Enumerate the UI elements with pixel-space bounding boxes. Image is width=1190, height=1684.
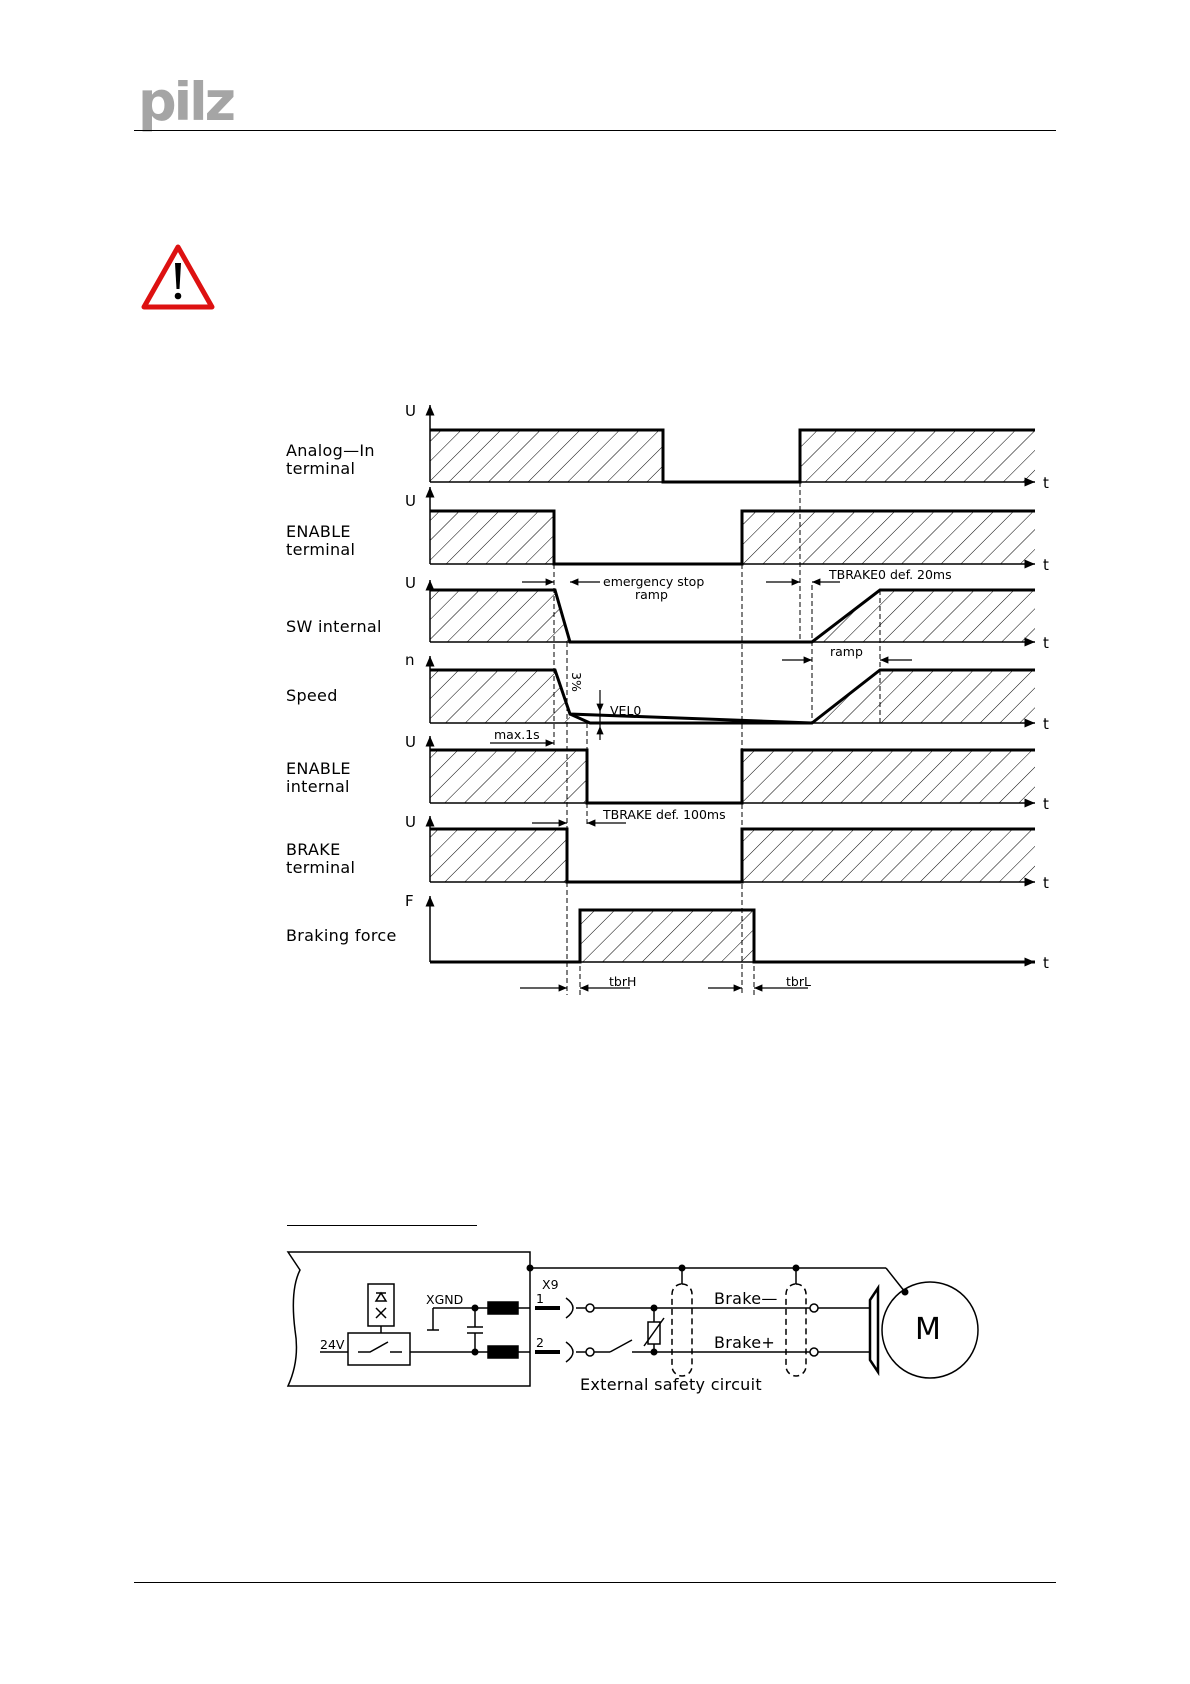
xgnd-label: XGND [426, 1293, 463, 1307]
drive-box [288, 1252, 530, 1386]
connector-label-x9: X9 [542, 1278, 559, 1292]
motor-label: M [915, 1314, 941, 1346]
brake-plus-label: Brake+ [714, 1334, 775, 1352]
pin-label-1: 1 [536, 1292, 544, 1306]
external-safety-circuit-label: External safety circuit [580, 1376, 762, 1394]
supply-label-24v: 24V [320, 1338, 344, 1352]
optocoupler [368, 1284, 394, 1326]
footer-rule [134, 1582, 1056, 1583]
brake-minus-label: Brake— [714, 1290, 778, 1308]
pin-label-2: 2 [536, 1336, 544, 1350]
relay-box [348, 1333, 410, 1365]
